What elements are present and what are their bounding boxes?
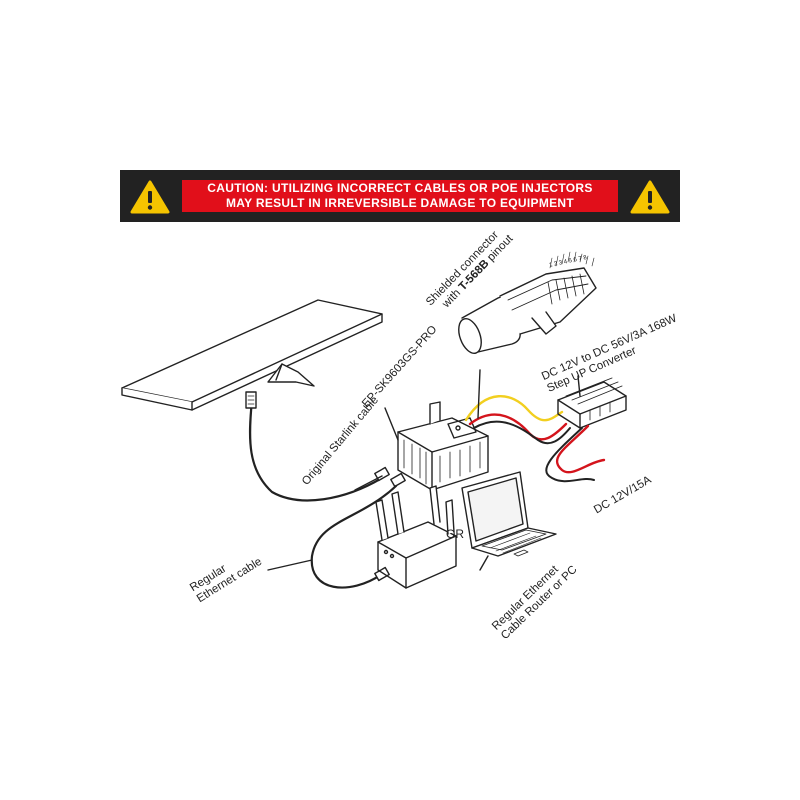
rj45-connector (374, 566, 390, 582)
step-up-converter (557, 377, 627, 429)
warning-icon (630, 180, 670, 214)
leader-line (577, 375, 581, 397)
dc-wire-black (545, 427, 595, 483)
caution-text: CAUTION: UTILIZING INCORRECT CABLES OR P… (182, 180, 618, 212)
caution-banner: CAUTION: UTILIZING INCORRECT CABLES OR P… (120, 170, 680, 222)
or-label: OR (446, 527, 464, 541)
poe-device (397, 401, 489, 491)
rj45-connector (390, 472, 406, 488)
warning-icon (130, 180, 170, 214)
wire-yellow (464, 395, 564, 422)
caution-line-1: CAUTION: UTILIZING INCORRECT CABLES OR P… (207, 181, 593, 195)
starlink-dish (121, 299, 383, 411)
leader-line (384, 407, 399, 441)
dish-cable (248, 398, 384, 502)
router (375, 485, 457, 589)
ethernet-cable (310, 484, 398, 589)
leader-line (479, 555, 489, 571)
dc-wire-red (555, 424, 606, 474)
wire-black (473, 420, 571, 445)
laptop (461, 471, 557, 557)
caution-line-2: MAY RESULT IN IRREVERSIBLE DAMAGE TO EQU… (225, 196, 575, 210)
leader-line (267, 559, 313, 571)
leader-line (354, 475, 383, 491)
leader-line (477, 369, 481, 419)
shielded-rj45 (458, 251, 597, 354)
